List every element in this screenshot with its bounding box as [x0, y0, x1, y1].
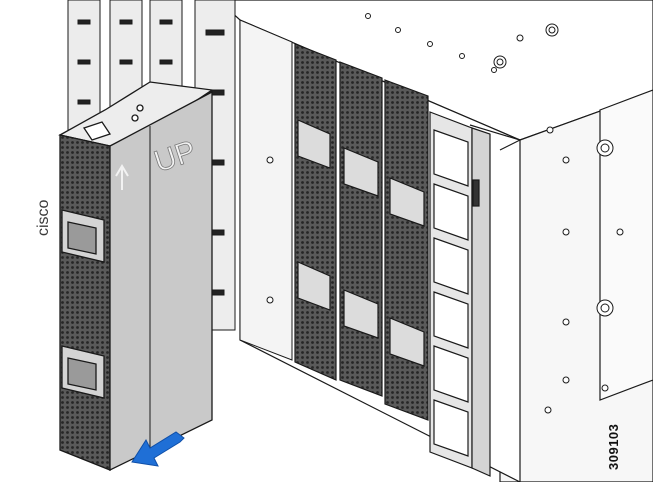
side-rail [599, 89, 653, 401]
removed-module-side [109, 90, 213, 472]
removed-module-front [59, 134, 111, 471]
removed-module [58, 81, 214, 472]
chassis-logo: cisco [35, 199, 52, 236]
installed-module-3 [384, 79, 429, 421]
installed-module-1 [294, 43, 337, 381]
empty-slot [239, 19, 293, 361]
installed-module-2 [339, 61, 383, 397]
fan-tray [429, 111, 491, 477]
up-arrow-icon [115, 164, 129, 190]
chassis-rivets [365, 13, 624, 414]
removal-arrow-icon [131, 431, 185, 467]
figure-id: 309103 [606, 423, 621, 470]
